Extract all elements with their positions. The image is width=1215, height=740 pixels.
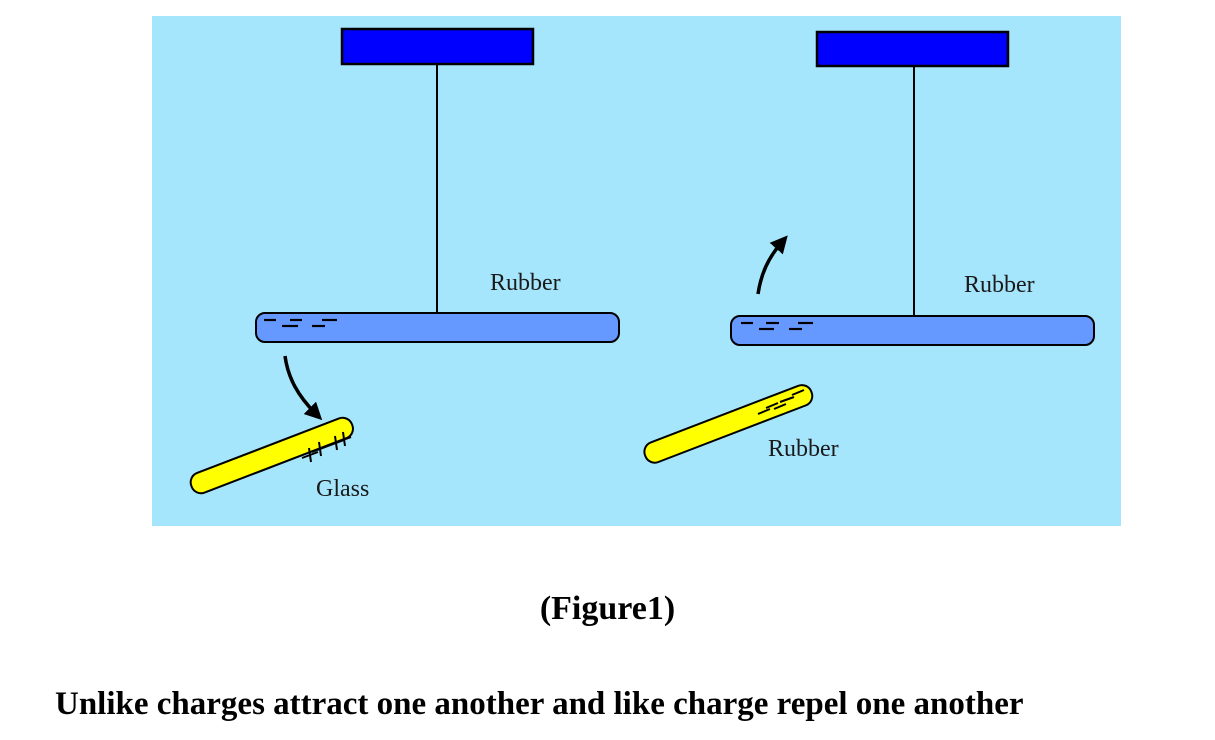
- right-suspended-rubber-rod: [730, 315, 1095, 346]
- charge-interaction-diagram: Rubber Glass Rubber: [152, 16, 1121, 526]
- attraction-arrow-icon: [283, 355, 323, 421]
- left-handheld-label: Glass: [316, 476, 369, 502]
- left-suspended-label: Rubber: [490, 270, 561, 296]
- glass-rod: [189, 416, 354, 495]
- attraction-panel: Rubber Glass: [189, 27, 620, 502]
- figure-caption: (Figure1): [539, 590, 676, 627]
- rubber-handheld-rod: [643, 384, 814, 464]
- repulsion-panel: Rubber Rubber: [643, 30, 1095, 464]
- right-handheld-label: Rubber: [768, 436, 839, 462]
- glass-positive-charges: [301, 431, 352, 463]
- charge-law-statement: Unlike charges attract one another and l…: [55, 686, 1024, 722]
- left-support-block: [340, 27, 535, 66]
- left-suspended-rubber-rod: [255, 312, 620, 343]
- right-negative-charges: [741, 321, 813, 331]
- right-suspended-label: Rubber: [964, 272, 1035, 298]
- repulsion-arrow-icon: [756, 235, 788, 295]
- handheld-negative-charges: [757, 389, 805, 415]
- left-negative-charges: [264, 318, 337, 328]
- right-support-block: [815, 30, 1010, 68]
